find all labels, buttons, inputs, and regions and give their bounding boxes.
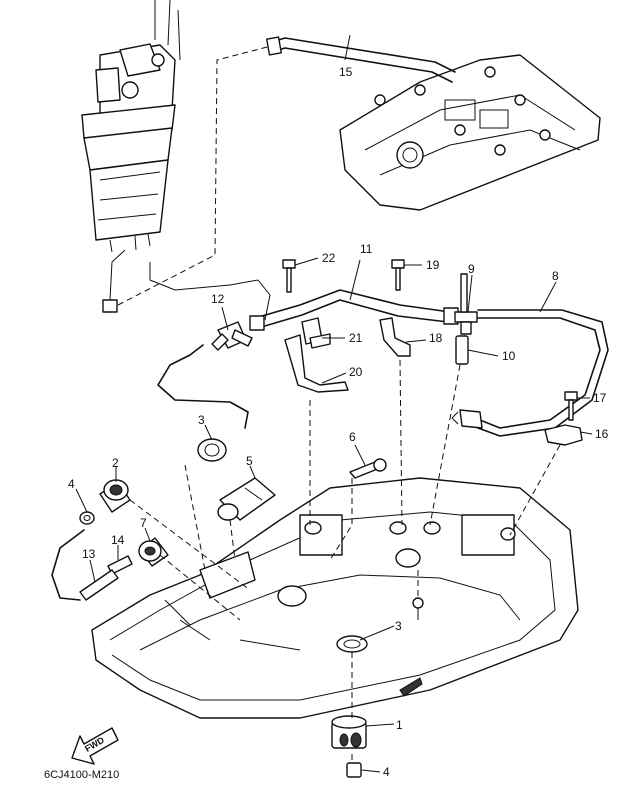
fitting-7 (138, 537, 169, 567)
callout-19: 19 (426, 258, 440, 272)
clamp-16 (544, 424, 583, 446)
callout-20: 20 (349, 365, 363, 379)
fwd-arrow: FWD (71, 727, 119, 765)
callout-8: 8 (552, 269, 559, 283)
clip-4-upper (79, 511, 95, 525)
bottom-cowling (91, 477, 579, 719)
hose-15 (266, 36, 456, 83)
bracket-18 (379, 317, 411, 357)
callout-numbers: 15 22 11 19 9 8 12 21 18 10 20 17 3 16 6… (68, 65, 609, 779)
hose-12-joint (149, 262, 271, 429)
callout-6: 6 (349, 430, 356, 444)
callout-4-upper: 4 (68, 477, 75, 491)
callout-18: 18 (429, 331, 443, 345)
callout-3-lower: 3 (395, 619, 402, 633)
bolt-17 (564, 391, 578, 421)
callout-2: 2 (112, 456, 119, 470)
callout-5: 5 (246, 454, 253, 468)
plug-5 (217, 477, 276, 521)
vapor-separator-assembly (81, 0, 276, 313)
clip-4-lower (346, 762, 362, 778)
callout-15: 15 (339, 65, 353, 79)
bolt-19 (391, 259, 405, 291)
callout-7: 7 (140, 516, 147, 530)
callout-16: 16 (595, 427, 609, 441)
t-joint-9 (454, 273, 478, 335)
callout-4-lower: 4 (383, 765, 390, 779)
callout-22: 22 (322, 251, 336, 265)
reference-lines (129, 359, 561, 760)
screw-cowling (412, 597, 424, 620)
diagram-code: 6CJ4100-M210 (44, 769, 119, 781)
callout-17: 17 (593, 391, 607, 405)
callout-3-upper: 3 (198, 413, 205, 427)
callout-21: 21 (349, 331, 363, 345)
hose-11 (249, 289, 459, 331)
engine-mount-plate (339, 54, 601, 211)
callout-13: 13 (82, 547, 96, 561)
callout-10: 10 (502, 349, 516, 363)
grommet-3-lower (336, 635, 368, 653)
callout-11: 11 (360, 242, 373, 256)
hose-10 (455, 335, 469, 365)
screw-6 (349, 458, 387, 479)
hose-13 (51, 529, 119, 601)
callout-9: 9 (468, 262, 475, 276)
grommet-3-upper (197, 438, 227, 462)
hose-8 (451, 309, 609, 437)
drain-fitting-1 (331, 715, 367, 749)
callout-1: 1 (396, 718, 403, 732)
callout-12: 12 (211, 292, 225, 306)
callout-14: 14 (111, 533, 125, 547)
bolt-22 (282, 259, 296, 293)
fitting-2 (99, 479, 131, 513)
leader-lines (75, 34, 593, 773)
bracket-20-21 (284, 317, 349, 393)
